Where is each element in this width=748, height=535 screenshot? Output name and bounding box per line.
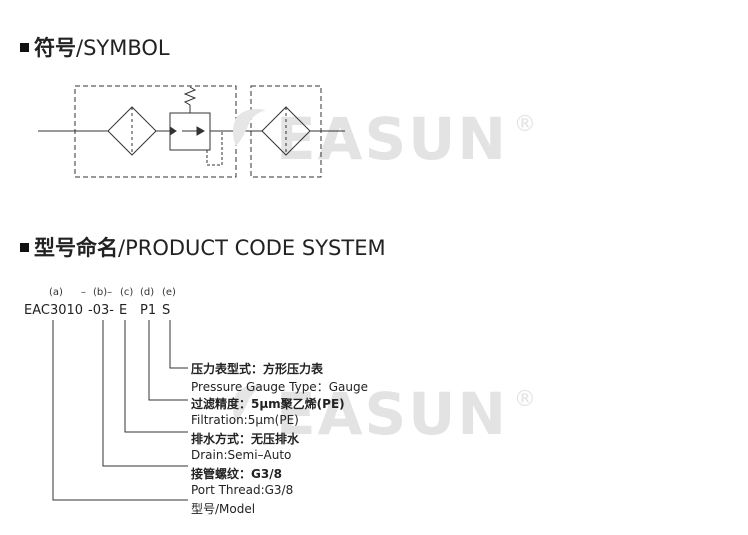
watermark-logo-2: EASUN® (276, 380, 538, 448)
code-letter-dash: – (81, 287, 86, 298)
code-letter-e: (e) (162, 287, 176, 298)
code-part-thread: -03- (88, 303, 114, 318)
bullet-square-icon (20, 43, 29, 52)
symbol-section-title: 符号/SYMBOL (20, 32, 170, 62)
filter-diamond-icon (107, 106, 157, 156)
leader-gauge (169, 320, 188, 369)
code-part-gauge: S (162, 303, 171, 318)
arrow-right-icon (196, 126, 206, 136)
desc-gauge-en: Pressure Gauge Type：Gauge (191, 380, 368, 394)
pilot-line (206, 131, 223, 166)
desc-drain-cn: 排水方式：无压排水 (191, 432, 300, 446)
watermark-logo: EASUN® (276, 105, 538, 173)
desc-model: 型号/Model (191, 502, 256, 516)
code-part-drain: E (119, 303, 128, 318)
symbol-dashed-box-left (74, 85, 237, 178)
code-letter-b: (b)– (93, 287, 113, 298)
desc-gauge-cn: 压力表型式：方形压力表 (191, 362, 324, 376)
code-letter-c: (c) (120, 287, 134, 298)
desc-filtration-en: Filtration:5μm(PE) (191, 413, 299, 427)
bullet-square-icon (20, 243, 29, 252)
leader-drain (124, 320, 188, 433)
code-letter-d: (d) (140, 287, 155, 298)
desc-filtration-cn: 过滤精度：5μm聚乙烯(PE) (191, 397, 345, 411)
leader-model (52, 320, 188, 501)
code-section-title: 型号命名/PRODUCT CODE SYSTEM (20, 232, 386, 262)
desc-thread-cn: 接管螺纹：G3/8 (191, 467, 282, 481)
filter-diamond-icon-2 (261, 106, 311, 156)
leader-thread (102, 320, 188, 467)
code-part-model: EAC3010 (24, 303, 84, 318)
leader-filtration (148, 320, 188, 401)
watermark-emblem-icon (233, 109, 266, 422)
desc-drain-en: Drain:Semi–Auto (191, 448, 292, 462)
code-part-filtration: P1 (140, 303, 157, 318)
code-letter-a: (a) (49, 287, 63, 298)
spring-icon (183, 86, 197, 113)
desc-thread-en: Port Thread:G3/8 (191, 483, 294, 497)
